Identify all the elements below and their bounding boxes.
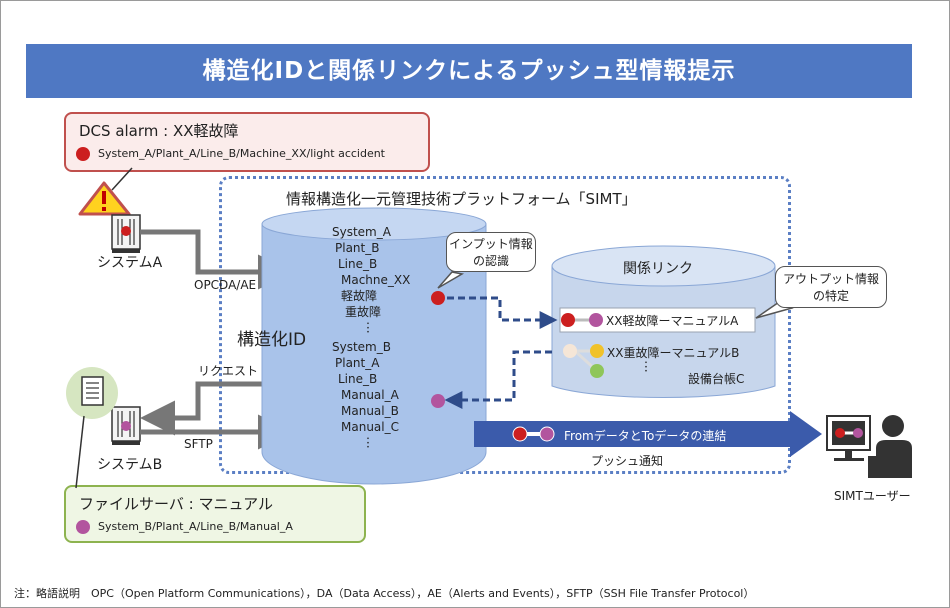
input-recognition-bubble: インプット情報 の認識 xyxy=(446,232,536,272)
id-item: Plant_A xyxy=(335,356,380,370)
file-server-connector xyxy=(75,415,85,489)
structured-id-list-b: System_B Plant_A Line_B Manual_A Manual_… xyxy=(332,339,399,451)
structured-id-list-a: System_A Plant_B Line_B Machne_XX 軽故障 重故… xyxy=(332,224,410,336)
system-a-label: システムA xyxy=(97,255,163,271)
input-bubble-tail xyxy=(437,271,465,289)
document-icon xyxy=(66,367,118,419)
alarm-callout-line xyxy=(111,167,133,191)
bubble-line: の特定 xyxy=(812,289,849,303)
push-notification-label: プッシュ通知 xyxy=(591,454,664,468)
bubble-line: の認識 xyxy=(472,254,509,268)
id-item: Manual_C xyxy=(341,420,399,434)
page-title: 構造化IDと関係リンクによるプッシュ型情報提示 xyxy=(26,44,912,98)
opcda-arrow xyxy=(140,229,293,290)
id-item: Machne_XX xyxy=(341,273,411,287)
request-arrow xyxy=(140,381,288,436)
file-server-title: ファイルサーバ : マニュアル xyxy=(79,495,273,513)
id-item: Line_B xyxy=(338,257,378,271)
bubble-line: インプット情報 xyxy=(449,237,533,251)
id-item: 重故障 xyxy=(345,305,382,319)
dcs-alarm-box: DCS alarm : XX軽故障 System_A/Plant_A/Line_… xyxy=(64,112,430,172)
file-server-path: System_B/Plant_A/Line_B/Manual_A xyxy=(98,520,293,533)
relation-link-1: XX軽故障ーマニュアルA xyxy=(606,314,739,328)
structured-id-label: 構造化ID xyxy=(237,330,307,350)
bubble-line: アウトプット情報 xyxy=(782,272,879,286)
id-item: Manual_A xyxy=(341,388,399,402)
alarm-dot xyxy=(431,291,445,305)
manual-dot xyxy=(76,520,90,534)
system-b-label: システムB xyxy=(97,457,163,473)
id-item: Line_B xyxy=(338,372,378,386)
warning-icon xyxy=(78,181,131,216)
sftp-label: SFTP xyxy=(184,437,213,451)
input-link-arrow xyxy=(447,296,558,329)
server-icon xyxy=(111,406,141,445)
relation-link-2: XX重故障ーマニュアルB xyxy=(607,346,740,360)
structured-id-cylinder xyxy=(261,207,487,485)
server-icon xyxy=(111,214,141,253)
id-item: System_B xyxy=(332,340,391,354)
simt-title: 情報構造化一元管理技術プラットフォーム「SIMT」 xyxy=(286,190,637,208)
output-link-arrow xyxy=(444,350,552,409)
manual-dot xyxy=(431,394,445,408)
output-identification-bubble: アウトプット情報 の特定 xyxy=(775,266,887,308)
alarm-dot xyxy=(561,313,575,327)
heavy-fault-dot xyxy=(563,344,577,358)
file-server-box: ファイルサーバ : マニュアル System_B/Plant_A/Line_B/… xyxy=(64,485,366,543)
dcs-alarm-path: System_A/Plant_A/Line_B/Machine_XX/light… xyxy=(98,147,385,160)
abbreviation-note: 注：略語説明 OPC（Open Platform Communications）… xyxy=(14,587,755,600)
dcs-alarm-title: DCS alarm : XX軽故障 xyxy=(79,122,239,140)
id-item: 軽故障 xyxy=(341,289,378,303)
ledger-c-dot xyxy=(590,364,604,378)
user-icon xyxy=(868,415,912,478)
monitor-icon xyxy=(826,415,871,461)
opcda-label: OPCDA/AE xyxy=(194,278,257,292)
id-item: Manual_B xyxy=(341,404,399,418)
id-item: System_A xyxy=(332,225,391,239)
simt-platform-frame xyxy=(219,176,791,474)
relation-link-more: ︙ xyxy=(640,360,653,374)
push-arrow xyxy=(474,411,822,457)
equipment-ledger-label: 設備台帳C xyxy=(688,372,745,386)
id-item: ︙ xyxy=(362,436,375,450)
relation-link-title: 関係リンク xyxy=(623,261,693,277)
id-item: ︙ xyxy=(362,321,375,335)
push-arrow-label: FromデータとToデータの連結 xyxy=(564,429,727,443)
simt-user-label: SIMTユーザー xyxy=(834,489,911,503)
manual-b-dot xyxy=(590,344,604,358)
manual-dot xyxy=(589,313,603,327)
request-label: リクエスト xyxy=(198,364,259,378)
alarm-dot xyxy=(76,147,90,161)
id-item: Plant_B xyxy=(335,241,380,255)
